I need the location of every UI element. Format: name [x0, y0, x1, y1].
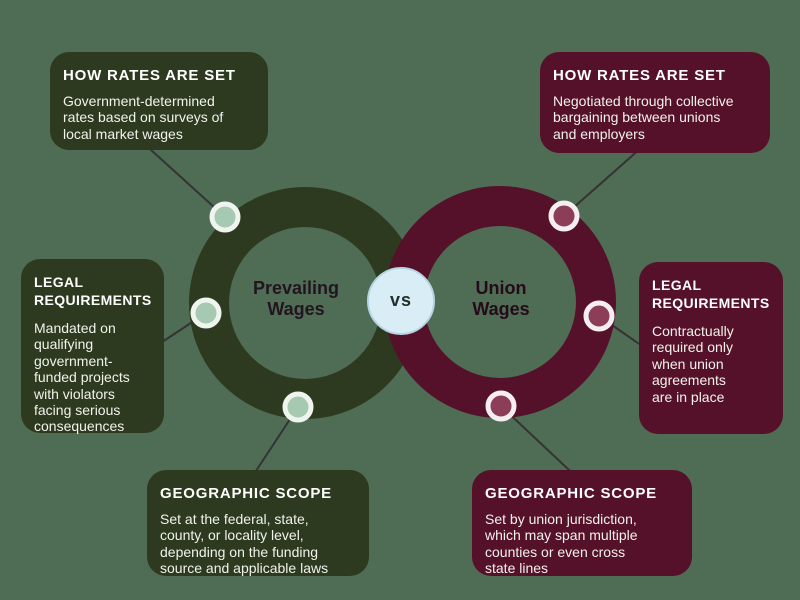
callout-title: GEOGRAPHIC SCOPE	[160, 485, 332, 502]
vs-label: vs	[389, 290, 413, 310]
node-dot-union-how-rates	[548, 200, 580, 232]
node-dot-union-geographic	[485, 390, 517, 422]
callout-body: Set at the federal, state, county, or lo…	[160, 510, 329, 576]
callout-title: HOW RATES ARE SET	[63, 67, 236, 84]
callout-union-geographic: GEOGRAPHIC SCOPE Set by union jurisdicti…	[472, 470, 692, 576]
union-wages-label: Union Wages	[472, 278, 530, 319]
connector-line-prevailing-how-rates	[139, 139, 226, 218]
callout-prevailing-geographic: GEOGRAPHIC SCOPE Set at the federal, sta…	[147, 470, 369, 576]
callout-title: HOW RATES ARE SET	[553, 67, 726, 84]
vs-badge-circle	[367, 267, 435, 335]
node-dot-prevailing-how-rates	[209, 201, 241, 233]
prevailing-wages-label: Prevailing Wages	[252, 278, 340, 319]
callout-title: GEOGRAPHIC SCOPE	[485, 485, 657, 502]
node-dot-union-legal	[583, 300, 615, 332]
callout-prevailing-legal: LEGAL REQUIREMENTS Mandated on qualifyin…	[21, 259, 164, 435]
callout-body: Negotiated through collective bargaining…	[553, 92, 734, 142]
callout-union-legal: LEGAL REQUIREMENTS Contractually require…	[639, 262, 783, 434]
callout-body: Contractually required only when union a…	[652, 323, 734, 405]
callout-body: Mandated on qualifying government- funde…	[34, 320, 130, 435]
callout-prevailing-how-rates: HOW RATES ARE SET Government-determined …	[50, 52, 268, 150]
callout-title: LEGAL REQUIREMENTS	[34, 274, 152, 308]
callout-union-how-rates: HOW RATES ARE SET Negotiated through col…	[540, 52, 770, 153]
node-dot-prevailing-geographic	[282, 391, 314, 423]
callout-title: LEGAL REQUIREMENTS	[652, 277, 770, 311]
callout-body: Set by union jurisdiction, which may spa…	[485, 510, 638, 576]
node-dot-prevailing-legal	[190, 297, 222, 329]
callout-body: Government-determined rates based on sur…	[63, 92, 224, 142]
